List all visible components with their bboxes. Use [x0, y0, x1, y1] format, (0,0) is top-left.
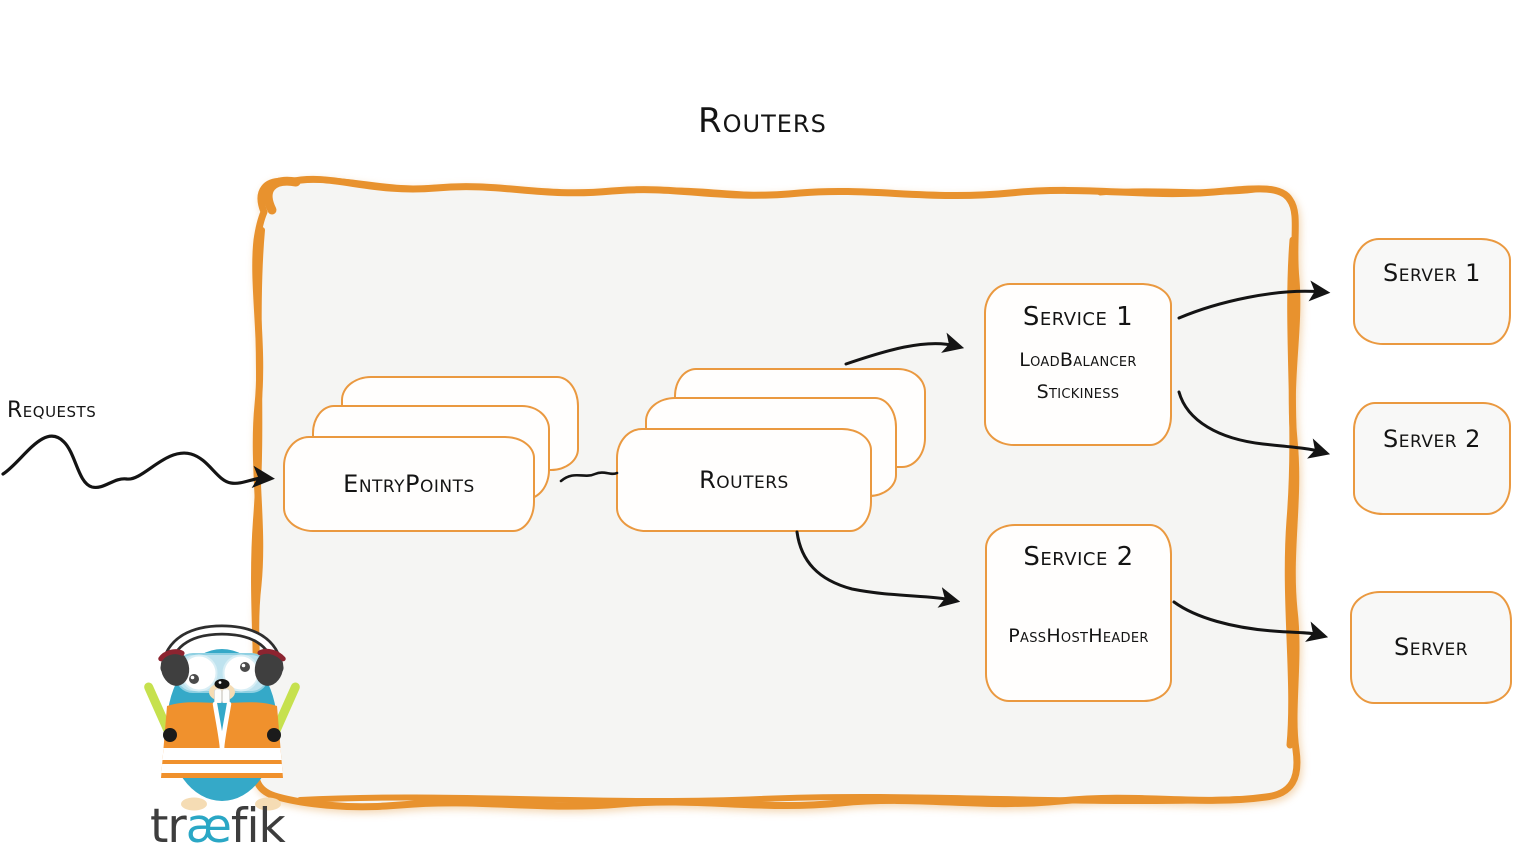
wordmark-ae: æ	[185, 799, 232, 849]
pupil-left	[189, 674, 199, 684]
entrypoints-label: EntryPoints	[343, 470, 475, 498]
service1-stickiness: Stickiness	[1036, 381, 1120, 404]
routers-stack: Routers	[616, 368, 932, 534]
region-brush-accents	[251, 176, 1297, 805]
routers-label: Routers	[699, 466, 789, 494]
pupil-right	[240, 662, 250, 672]
service2-box: Service 2 PassHostHeader	[985, 524, 1172, 702]
service2-title: Service 2	[1023, 542, 1134, 572]
routers-box: Routers	[616, 428, 872, 532]
headphone-cup-right	[254, 648, 286, 686]
server3-label: Server	[1393, 633, 1469, 661]
pupil-right-glint	[241, 663, 246, 668]
mascot-foot-right	[255, 797, 281, 811]
nose-glint	[218, 681, 222, 684]
pupil-left-glint	[190, 675, 195, 680]
server3-box: Server	[1350, 591, 1512, 704]
mascot-foot-left	[181, 797, 207, 811]
vest-stripes	[161, 748, 283, 773]
server1-label: Server 1	[1383, 259, 1481, 287]
server2-label: Server 2	[1383, 425, 1481, 453]
server2-box: Server 2	[1353, 402, 1511, 515]
entrypoints-box: EntryPoints	[283, 436, 535, 532]
traefik-mascot-icon	[144, 624, 300, 811]
server1-box: Server 1	[1353, 238, 1511, 345]
service1-loadbalancer: LoadBalancer	[1019, 349, 1137, 371]
tooth-left	[214, 688, 222, 705]
entrypoints-stack: EntryPoints	[283, 376, 595, 534]
service2-passhostheader: PassHostHeader	[1008, 625, 1149, 647]
tooth-right	[222, 688, 230, 705]
wordmark-fik: fik	[230, 799, 286, 849]
vest-trim-right	[219, 701, 232, 751]
traefik-wordmark: træfik	[150, 799, 286, 849]
wordmark-tr: tr	[150, 799, 187, 849]
mascot-hand-right	[267, 728, 281, 742]
service1-box: Service 1 LoadBalancer Stickiness	[984, 283, 1172, 446]
mascot-nose	[214, 679, 230, 689]
requests-label: Requests	[7, 398, 97, 423]
mascot-hand-left	[163, 728, 177, 742]
headphone-band	[163, 627, 281, 671]
service1-title: Service 1	[1022, 302, 1134, 332]
diagram-title: Routers	[698, 101, 827, 141]
headphone-cup-left	[158, 649, 190, 686]
